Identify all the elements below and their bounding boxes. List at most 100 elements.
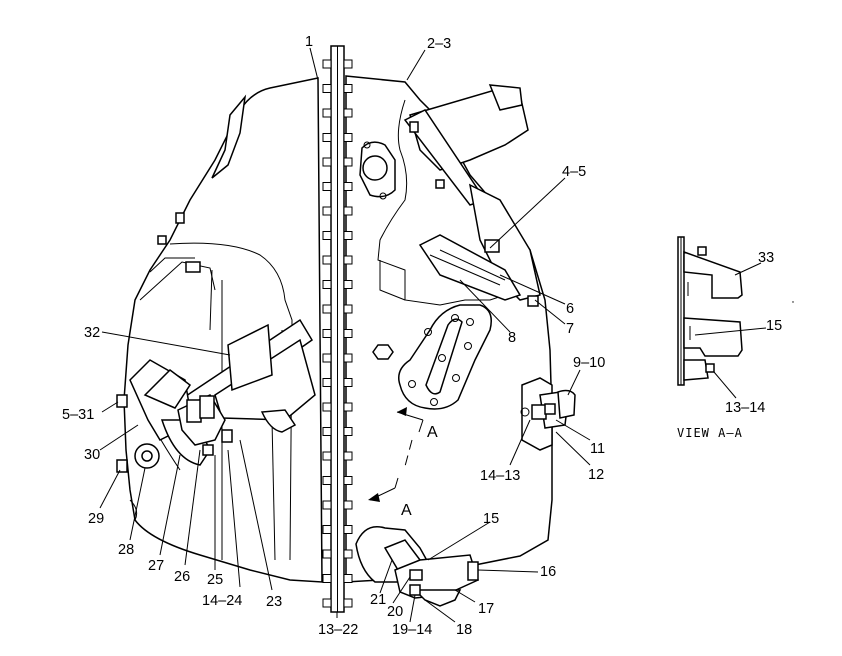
side-bolt-5-31 [116, 394, 128, 408]
view-a-a: 33 15 13–14 VIEW A–A [677, 236, 782, 440]
flange-bolt [343, 304, 353, 314]
callout-4-5: 4–5 [562, 164, 586, 180]
flange-bolt [343, 525, 353, 534]
callout-18: 18 [456, 622, 472, 638]
center-flange [322, 45, 353, 613]
clip-1 [175, 212, 185, 224]
leader-lines [99, 47, 591, 623]
view-block-33 [683, 250, 743, 299]
callout-23: 23 [266, 594, 282, 610]
flange-bolt [343, 329, 353, 338]
side-bolt-29 [116, 459, 128, 473]
callout-16: 16 [540, 564, 556, 580]
callout-9-10: 9–10 [573, 355, 605, 371]
flange-bolts-right [343, 59, 353, 608]
flange-bolt [343, 598, 353, 608]
callout-labels: 1 2–3 4–5 6 7 8 9–10 11 12 14–13 15 16 1… [62, 34, 605, 638]
actuator-cylinder [178, 318, 316, 433]
small-bracket [185, 261, 201, 273]
flange-bolt [322, 255, 332, 265]
flange-bolt [343, 280, 353, 289]
flange-bolt [343, 353, 353, 363]
flange-bolt [343, 378, 353, 387]
callout-8: 8 [508, 330, 516, 346]
flange-bolt [322, 427, 332, 436]
flange-bolt [343, 59, 353, 69]
callout-5-31: 5–31 [62, 407, 94, 423]
callout-14-13: 14–13 [480, 468, 520, 484]
flange-bolt [322, 108, 332, 118]
callout-13-22: 13–22 [318, 622, 358, 638]
flange-bolt [322, 157, 332, 167]
flange-bolt [322, 476, 332, 485]
clip-2 [157, 235, 167, 245]
section-arrow-label-upper: A [427, 424, 438, 441]
callout-32: 32 [84, 325, 100, 341]
callout-25: 25 [207, 572, 223, 588]
left-linkage [116, 359, 233, 521]
flange-bolt [322, 206, 332, 216]
flange-bolt [343, 182, 353, 191]
flange-bolt [322, 329, 332, 338]
callout-17: 17 [478, 601, 494, 617]
switch-9-10 [557, 389, 576, 419]
flange-bolt [322, 500, 332, 510]
view-callout-33: 33 [758, 250, 774, 266]
callout-26: 26 [174, 569, 190, 585]
section-arrows: A A [368, 407, 438, 519]
callout-2-3: 2–3 [427, 36, 451, 52]
flange-bolts-left [322, 59, 332, 608]
flange-bolt [343, 206, 353, 216]
flange-bolt [322, 280, 332, 289]
right-internal-housing [355, 84, 576, 607]
flange-bolt [322, 84, 332, 93]
callout-15: 15 [483, 511, 499, 527]
flange-bolt [322, 231, 332, 240]
callout-28: 28 [118, 542, 134, 558]
flange-bolt [343, 84, 353, 93]
flange-bolt [322, 353, 332, 363]
flange-bolt [343, 549, 353, 559]
flange-bolt [343, 108, 353, 118]
flange-bolt [322, 304, 332, 314]
flange-bolt [322, 133, 332, 142]
flange-bolt [343, 157, 353, 167]
flange-bolt [322, 182, 332, 191]
hex-nut [372, 344, 394, 360]
flange-bolt [322, 402, 332, 412]
flange-bolt [322, 574, 332, 583]
callout-12: 12 [588, 467, 604, 483]
speck [792, 301, 794, 303]
flange-bolt [343, 133, 353, 142]
flange-bolt [343, 500, 353, 510]
callout-6: 6 [566, 301, 574, 317]
view-callout-13-14: 13–14 [725, 400, 765, 416]
flange-bolt [322, 598, 332, 608]
top-left-plate [211, 94, 247, 179]
flange-bolt [322, 549, 332, 559]
callout-30: 30 [84, 447, 100, 463]
callout-20: 20 [387, 604, 403, 620]
flange-bolt [322, 525, 332, 534]
flange-bolt [322, 378, 332, 387]
view-title: VIEW A–A [677, 426, 743, 440]
callout-19-14: 19–14 [392, 622, 432, 638]
section-arrow-label-lower: A [401, 502, 412, 519]
callout-27: 27 [148, 558, 164, 574]
actuator-arm [418, 234, 522, 301]
flange-bolt [343, 427, 353, 436]
flange-bolt [343, 451, 353, 461]
flange-bolt [343, 231, 353, 240]
callout-21: 21 [370, 592, 386, 608]
callout-7: 7 [566, 321, 574, 337]
callout-1: 1 [305, 34, 313, 50]
flange-bolt [322, 451, 332, 461]
view-callout-15: 15 [766, 318, 782, 334]
flange-bolt [343, 255, 353, 265]
flange-bolt [322, 59, 332, 69]
callout-14-24: 14–24 [202, 593, 242, 609]
flange-bolt [343, 574, 353, 583]
callout-11: 11 [590, 441, 605, 457]
flange-bolt [343, 402, 353, 412]
